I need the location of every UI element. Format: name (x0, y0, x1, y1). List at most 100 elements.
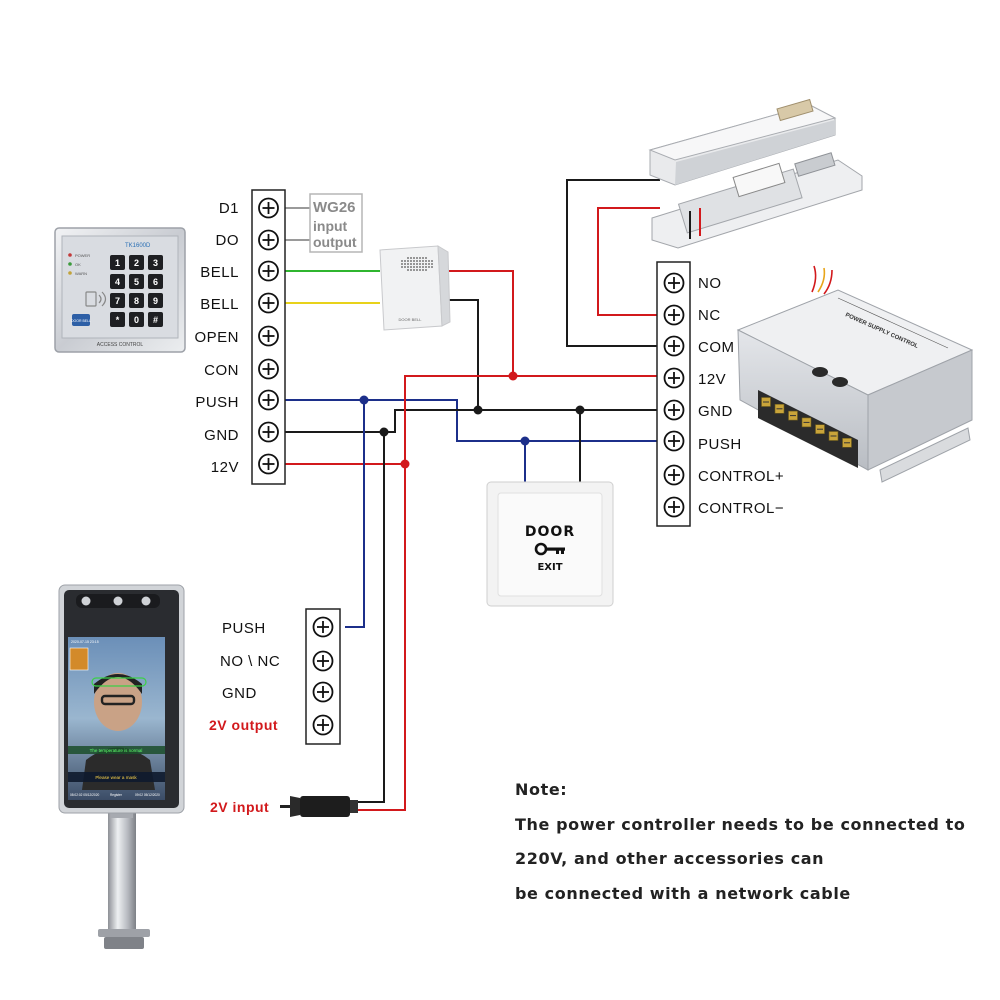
junction-dot (359, 395, 369, 405)
keypad-key[interactable]: * (110, 312, 125, 327)
face-recognition-device: 2020-07-15 23:15 The temperature is norm… (58, 584, 185, 949)
svg-text:0: 0 (134, 315, 139, 325)
pole-nut (104, 937, 144, 949)
wg26-output: output (313, 234, 357, 250)
power-label-control-plus: CONTROL+ (698, 468, 784, 485)
power-label-no: NO (698, 275, 722, 292)
power-label-gnd: GND (698, 403, 733, 420)
wire-face-push (345, 400, 365, 628)
junction-dots (359, 371, 585, 469)
keypad-key[interactable]: 2 (129, 255, 144, 270)
terminal-label-con: CON (204, 362, 239, 379)
exit-button-face[interactable] (497, 492, 603, 597)
terminal-label-do: DO (216, 232, 240, 249)
left-terminal-screw-icon (258, 453, 279, 475)
door-bell-text: DOOR BELL (71, 319, 91, 323)
note-title: Note: (515, 780, 568, 799)
keypad-key[interactable]: 4 (110, 274, 125, 289)
led-label-warn: WARN (75, 271, 87, 276)
note-line-2: 220V, and other accessories can (515, 849, 825, 868)
power-supply-device: POWER SUPPLY CONTROL (736, 265, 974, 483)
power-terminal-screws (663, 272, 685, 518)
svg-text:4: 4 (115, 277, 120, 287)
power-terminal-block (656, 261, 691, 527)
pole-nut (98, 929, 150, 937)
power-supply-leds (812, 367, 848, 387)
exit-exit-text: EXIT (537, 562, 562, 573)
power-terminal-screw-icon (663, 272, 685, 294)
terminal-label-open: OPEN (194, 329, 239, 346)
key-icon (534, 542, 565, 556)
left-terminal-screw-icon (258, 292, 279, 314)
keypad-key[interactable]: 1 (110, 255, 125, 270)
wg26-box: WG26 input output (309, 193, 363, 253)
face-prompt-bar (68, 772, 165, 782)
power-label-control-minus: CONTROL− (698, 500, 784, 517)
junction-dot (400, 459, 410, 469)
power-label-nc: NC (698, 307, 721, 324)
left-terminal-block (251, 189, 286, 485)
svg-text:#: # (153, 315, 158, 325)
keypad-key[interactable]: 3 (148, 255, 163, 270)
led-ok-icon (68, 262, 72, 266)
camera-lens-icon (81, 596, 91, 606)
left-terminal-labels: D1 DO BELL BELL OPEN CON PUSH GND 12V (194, 200, 240, 476)
keypad-leds: POWER OK WARN (68, 253, 90, 276)
junction-dot (508, 371, 518, 381)
face-terminal-screw-icon (312, 681, 334, 703)
face-terminal-screw-icon (312, 714, 334, 736)
led-label-ok: OK (75, 262, 81, 267)
wire-doorbell-red (440, 270, 660, 377)
face-datetime: 2020-07-15 23:15 (71, 640, 99, 644)
wires (285, 179, 660, 811)
keypad-key[interactable]: # (148, 312, 163, 327)
keypad-key[interactable]: 0 (129, 312, 144, 327)
keypad-key[interactable]: 8 (129, 293, 144, 308)
junction-dot (473, 405, 483, 415)
power-supply-wires (811, 265, 833, 295)
door-bell-key (72, 314, 90, 326)
junction-dot (379, 427, 389, 437)
svg-text:1: 1 (115, 258, 120, 268)
speaker-grille-icon (401, 257, 433, 271)
exit-button-device[interactable]: DOOR EXIT (486, 481, 614, 607)
svg-text:*: * (116, 315, 120, 325)
keypad-key[interactable]: 5 (129, 274, 144, 289)
svg-text:9: 9 (153, 296, 158, 306)
power-supply-screw-terminal (758, 390, 858, 468)
power-terminal-screw-icon (663, 430, 685, 452)
wire-doorbell-black (440, 299, 479, 410)
dc-plug-icon (280, 796, 358, 817)
keypad-key[interactable]: 7 (110, 293, 125, 308)
doorbell-label: DOOR BELL (399, 317, 423, 322)
face-label-2v-output: 2V output (209, 717, 278, 733)
face-label-gnd: GND (222, 685, 257, 702)
left-terminal-screws (258, 197, 279, 475)
left-terminal-screw-icon (258, 229, 279, 251)
power-terminal-screw-icon (663, 464, 685, 486)
terminal-label-push: PUSH (195, 394, 239, 411)
power-terminal-labels: NO NC COM 12V GND PUSH CONTROL+ CONTROL− (698, 275, 784, 517)
wire-face-gnd (358, 432, 385, 803)
power-terminal-screw-icon (663, 335, 685, 357)
wg26-frame (309, 193, 363, 253)
face-label-2v-input: 2V input (210, 799, 269, 815)
keypad-key[interactable]: 6 (148, 274, 163, 289)
card-reader-icon (85, 291, 107, 307)
face-terminal-block (305, 608, 341, 745)
power-label-12v: 12V (698, 371, 726, 388)
keypad-key[interactable]: 9 (148, 293, 163, 308)
wire-gnd-black (285, 409, 660, 433)
face-prompt-text: Please wear a mask (95, 775, 137, 780)
terminal-label-bell-2: BELL (200, 296, 239, 313)
terminal-label-d1: D1 (219, 200, 239, 217)
led-power-icon (68, 253, 72, 257)
face-terminal-screws (312, 616, 334, 736)
wire-face-12v (358, 464, 406, 811)
power-terminal-screw-icon (663, 367, 685, 389)
power-terminal-frame (656, 261, 691, 527)
left-terminal-screw-icon (258, 325, 279, 347)
